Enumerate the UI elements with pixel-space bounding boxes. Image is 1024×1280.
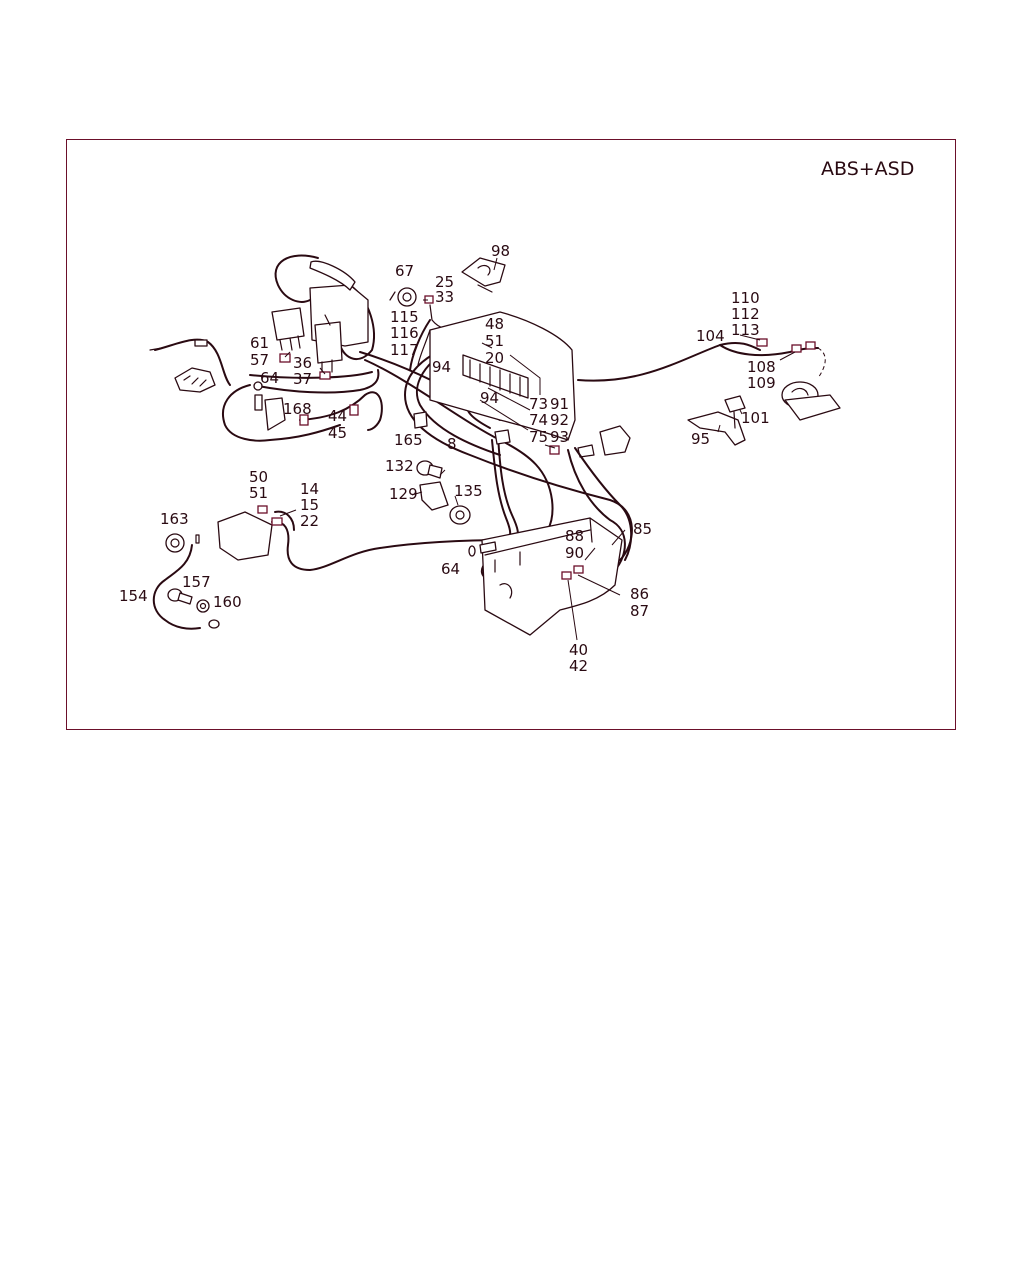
control-unit-plate [417, 311, 576, 441]
callout-14: 14 [300, 480, 319, 498]
bolt-101 [724, 395, 746, 429]
connector-36-37a [279, 353, 291, 363]
callout-74: 74 [529, 411, 548, 429]
callout-73: 73 [529, 395, 548, 413]
callout-37: 37 [293, 370, 312, 388]
callout-157: 157 [182, 573, 211, 591]
part-165 [413, 411, 428, 429]
antenna-connector [194, 339, 208, 347]
relay-box [271, 260, 369, 373]
callout-85: 85 [633, 520, 652, 538]
pump-unit [577, 425, 631, 458]
callout-165: 165 [394, 431, 423, 449]
callout-93: 93 [550, 428, 569, 446]
callout-117: 117 [390, 341, 419, 359]
nut-135 [449, 505, 471, 525]
leader-lines [279, 257, 796, 641]
battery-tray [481, 517, 623, 636]
callout-109: 109 [747, 374, 776, 392]
callout-91: 91 [550, 395, 569, 413]
callout-132: 132 [385, 457, 414, 475]
callout-163: 163 [160, 510, 189, 528]
bolt-157 [167, 588, 193, 605]
callout-129: 129 [389, 485, 418, 503]
callout-20: 20 [485, 349, 504, 367]
callout-101: 101 [741, 409, 770, 427]
fitting-64 [253, 381, 263, 391]
module-50-51 [217, 505, 283, 561]
pump-assembly [781, 381, 841, 421]
callout-64b: 64 [441, 560, 460, 578]
callout-25: 25 [435, 273, 454, 291]
fitting-64-lower [468, 541, 497, 557]
callout-168: 168 [283, 400, 312, 418]
callout-36: 36 [293, 354, 312, 372]
callout-40: 40 [569, 641, 588, 659]
connector-108 [791, 344, 802, 353]
callout-94a: 94 [432, 358, 451, 376]
callout-8: 8 [447, 435, 457, 453]
callout-75: 75 [529, 428, 548, 446]
connector-109 [805, 341, 816, 350]
grommet-163 [165, 533, 185, 553]
bolt-132 [416, 460, 443, 479]
connector-36-37b [319, 371, 331, 380]
callout-94b: 94 [480, 389, 499, 407]
callout-50: 50 [249, 468, 268, 486]
callout-113: 113 [731, 321, 760, 339]
callout-104: 104 [696, 327, 725, 345]
callout-92: 92 [550, 411, 569, 429]
part-callouts: 98 67 25 33 115 116 117 48 51 20 61 57 3… [119, 242, 776, 675]
callout-61: 61 [250, 334, 269, 352]
callout-42: 42 [569, 657, 588, 675]
callout-51b: 51 [249, 484, 268, 502]
bracket-95 [687, 411, 746, 446]
callout-116: 116 [390, 324, 419, 342]
bracket-129 [419, 481, 449, 511]
callout-98: 98 [491, 242, 510, 260]
connector-44-45 [349, 404, 359, 416]
callout-108: 108 [747, 358, 776, 376]
callout-44: 44 [328, 407, 347, 425]
callout-160: 160 [213, 593, 242, 611]
callout-64: 64 [260, 369, 279, 387]
mount-block [174, 367, 216, 393]
components [149, 257, 841, 636]
callout-135: 135 [454, 482, 483, 500]
callout-48: 48 [485, 315, 504, 333]
grommet-67 [389, 287, 417, 307]
callout-95: 95 [691, 430, 710, 448]
callout-67: 67 [395, 262, 414, 280]
callout-112: 112 [731, 305, 760, 323]
hose-end-8 [494, 429, 511, 445]
connector-93 [549, 445, 560, 455]
callout-154: 154 [119, 587, 148, 605]
callout-51: 51 [485, 332, 504, 350]
diagram-frame [66, 139, 956, 730]
callout-115: 115 [390, 308, 419, 326]
callout-88: 88 [565, 527, 584, 545]
callout-33: 33 [435, 288, 454, 306]
callout-86: 86 [630, 585, 649, 603]
diagram-title: ABS+ASD [821, 158, 914, 180]
callout-87: 87 [630, 602, 649, 620]
bracket-98 [461, 257, 506, 293]
callout-22: 22 [300, 512, 319, 530]
callout-90: 90 [565, 544, 584, 562]
callout-45: 45 [328, 424, 347, 442]
callout-110: 110 [731, 289, 760, 307]
antenna-plug [149, 347, 163, 351]
callout-57: 57 [250, 351, 269, 369]
connector-104 [756, 338, 768, 347]
callout-15: 15 [300, 496, 319, 514]
washer-160 [196, 599, 210, 613]
clip-168 [264, 397, 286, 431]
